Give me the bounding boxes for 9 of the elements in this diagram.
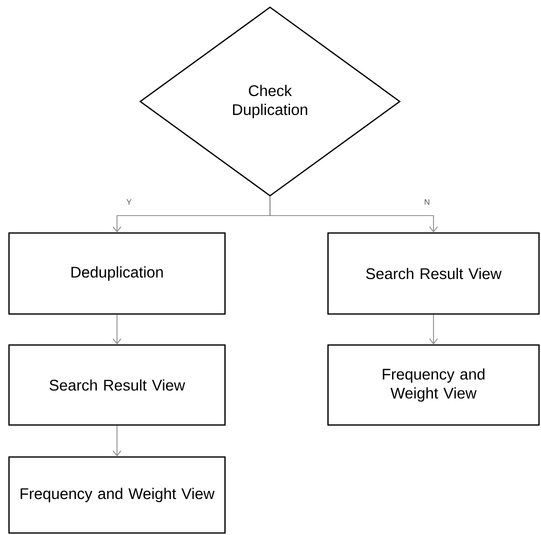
arrow: [112, 425, 122, 456]
process-box: Deduplication: [8, 232, 226, 315]
process-box: Search Result View: [8, 344, 226, 426]
arrow: [112, 314, 122, 344]
arrow: [270, 196, 438, 232]
process-box: Frequency and Weight View: [327, 344, 540, 426]
process-box: Search Result View: [327, 232, 540, 315]
arrow: [429, 314, 438, 344]
process-box: Frequency and Weight View: [8, 456, 226, 534]
